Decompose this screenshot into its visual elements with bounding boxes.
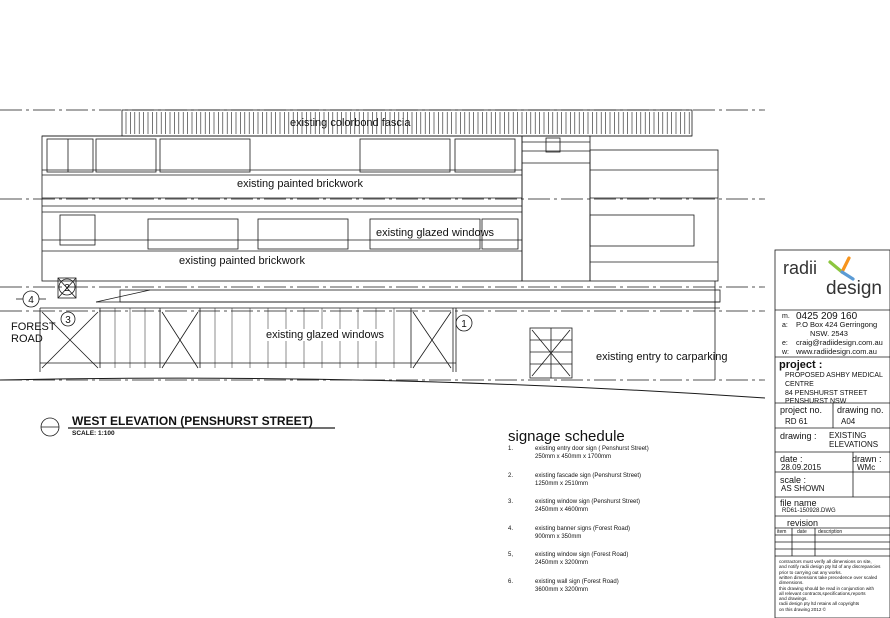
brickwork-lower-label: existing painted brickwork <box>179 255 305 267</box>
schedule-heading: signage schedule <box>508 428 625 445</box>
schedule-item-number: 6. <box>508 578 514 585</box>
note-line: contractors must verify all dimensions o… <box>779 559 872 564</box>
ground-glazing <box>39 277 457 372</box>
note-line: prior to carrying out any works. <box>779 569 842 575</box>
schedule-item-number: 2. <box>508 472 514 479</box>
marker-3: 3 <box>65 315 71 326</box>
rev-col-date: date <box>797 529 807 535</box>
note-line: and drawings. <box>779 596 808 602</box>
note-line: all relevant contracts,specifications,re… <box>779 590 866 596</box>
date-label: date : <box>780 454 803 464</box>
drawn-value: WMc <box>857 463 876 472</box>
schedule-item-size: 250mm x 450mm x 1700mm <box>535 454 612 460</box>
note-line: dimensions. <box>779 580 804 586</box>
drawing-line-2: ELEVATIONS <box>829 440 879 449</box>
contact-key: a: <box>782 322 788 329</box>
ground-line <box>0 377 766 399</box>
carpark-entry-label: existing entry to carparking <box>596 351 728 363</box>
note-line: this drawing should be read in conjuncti… <box>779 585 874 591</box>
contact-value: P.O Box 424 Gerringong <box>796 320 878 329</box>
drawing-no-value: A04 <box>841 417 856 426</box>
carpark-entry-door <box>529 327 573 379</box>
project-no-label: project no. <box>780 405 823 415</box>
rev-col-item: item <box>777 529 787 535</box>
contact-key: e: <box>782 340 788 347</box>
note-line: on this drawing 2012 © <box>779 606 827 612</box>
project-line-1: PROPOSED ASHBY MEDICAL <box>785 372 883 379</box>
schedule-item-name: existing entry door sign ( Penshurst Str… <box>535 446 649 452</box>
glazed-windows-upper-label: existing glazed windows <box>376 227 495 239</box>
marker-1: 1 <box>461 319 467 330</box>
logo-design: design <box>826 278 882 299</box>
contact-value: craig@radiidesign.com.au <box>796 338 883 347</box>
note-line: radii design pty ltd retains all copyrig… <box>779 601 860 607</box>
schedule-item-number: 3. <box>508 499 514 505</box>
schedule-item-number: 4. <box>508 525 514 532</box>
marker-2: 2 <box>64 283 70 294</box>
file-value: RD61-150928.DWG <box>782 508 836 514</box>
drawing-label: drawing : <box>780 431 817 441</box>
schedule-item-name: existing fascade sign (Penshurst Street) <box>535 472 642 479</box>
schedule-item-name: existing banner signs (Forest Road) <box>535 525 631 532</box>
schedule-item-name: existing wall sign (Forest Road) <box>535 578 619 585</box>
project-line-2: CENTRE <box>785 381 814 388</box>
view-scale: SCALE: 1:100 <box>72 430 115 437</box>
awning <box>40 281 721 380</box>
project-line-3: 84 PENSHURST STREET <box>785 390 868 397</box>
schedule-item-size: 1250mm x 2510mm <box>535 480 589 487</box>
contact-key: w: <box>782 349 789 356</box>
contact-value: 0425 209 160 <box>796 311 858 322</box>
schedule-item-size: 2450mm x 3200mm <box>535 560 589 566</box>
project-label: project : <box>779 359 823 371</box>
logo-mark-icon <box>828 256 855 281</box>
schedule-item-size: 3600mm x 3200mm <box>535 586 589 593</box>
upper-facade <box>41 135 523 282</box>
schedule-item-number: 5, <box>508 552 514 558</box>
right-tower <box>521 135 719 282</box>
title-block-frame <box>774 249 890 618</box>
forest-road-label: FOREST ROAD <box>11 321 56 345</box>
rev-col-description: description <box>818 529 843 535</box>
contact-value: www.radiidesign.com.au <box>796 347 877 356</box>
note-line: written dimensions take precedence over … <box>779 574 878 580</box>
view-title: WEST ELEVATION (PENSHURST STREET) <box>72 414 313 428</box>
date-value: 28.09.2015 <box>781 463 822 472</box>
brickwork-upper-label: existing painted brickwork <box>237 178 363 190</box>
note-line: and notify radii design pty ltd of any d… <box>779 564 881 570</box>
schedule-item-name: existing window sign (Forest Road) <box>535 552 629 558</box>
marker-4: 4 <box>28 295 34 306</box>
scale-value: AS SHOWN <box>781 484 825 493</box>
contact-value: NSW. 2543 <box>810 329 848 338</box>
scale-label: scale : <box>780 475 807 485</box>
drawing-no-label: drawing no. <box>837 405 884 415</box>
drawing-line-1: EXISTING <box>829 431 867 440</box>
revision-label: revision <box>787 518 819 528</box>
glazed-windows-lower-label: existing glazed windows <box>266 329 385 341</box>
schedule-item-size: 900mm x 350mm <box>535 533 582 540</box>
schedule-item-number: 1. <box>508 446 514 452</box>
project-line-4: PENSHURST NSW <box>785 398 847 405</box>
project-no-value: RD 61 <box>785 417 808 426</box>
schedule-item-name: existing window sign (Penshurst Street) <box>535 499 641 505</box>
fascia-label: existing colorbond fascia <box>290 117 411 129</box>
contact-key: m. <box>782 313 790 320</box>
drawn-label: drawn : <box>852 454 882 464</box>
logo-radii: radii <box>783 258 818 278</box>
schedule-item-size: 2450mm x 4600mm <box>535 507 589 513</box>
sign-markers <box>16 278 473 332</box>
file-label: file name <box>780 498 817 508</box>
